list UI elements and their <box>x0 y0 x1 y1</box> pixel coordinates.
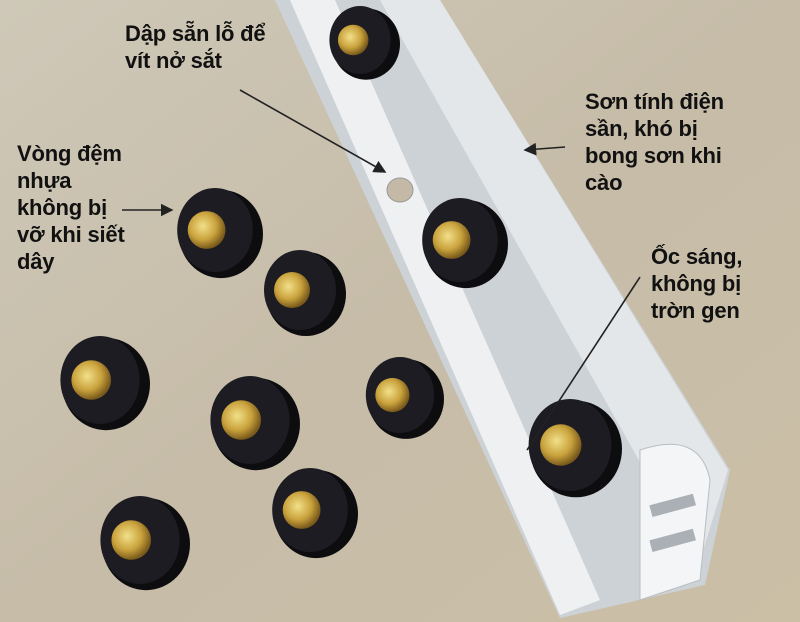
bolt-head <box>282 491 321 529</box>
bolt-head <box>221 400 261 440</box>
bolt-head <box>187 211 226 249</box>
washer-bolt <box>329 6 400 80</box>
washer-bolt <box>528 399 622 498</box>
label-pre-punched-hole: Dập sẵn lỗ để vít nở sắt <box>125 21 266 73</box>
arrow-hole <box>239 89 387 173</box>
arrows <box>122 89 641 451</box>
bolt-head <box>274 272 310 308</box>
arrow-coating <box>523 142 566 156</box>
washer-bolt <box>100 496 190 591</box>
bolt-head <box>375 377 410 413</box>
bolt-head <box>111 520 151 560</box>
washer-bolt <box>210 376 300 471</box>
washer-bolt <box>365 357 444 439</box>
label-plastic-washer: Vòng đệm nhựa không bị vỡ khi siết dây <box>17 141 125 274</box>
pre-punched-hole <box>386 177 414 203</box>
washer-bolt <box>272 468 358 559</box>
washer-bolt <box>264 250 346 336</box>
washer-bolt <box>177 188 263 279</box>
label-shiny-bolt: Ốc sáng, không bị trờn gen <box>651 244 743 323</box>
bolt-head <box>71 360 111 400</box>
bolt-head <box>432 221 471 259</box>
label-powder-coating: Sơn tính điện sần, khó bị bong sơn khi c… <box>585 89 724 195</box>
washer-bolt <box>60 336 150 431</box>
washers <box>60 6 622 591</box>
arrow-bolt <box>526 276 641 451</box>
bolt-head <box>337 24 369 56</box>
washer-bolt <box>422 198 508 289</box>
bolt-head <box>540 424 582 466</box>
